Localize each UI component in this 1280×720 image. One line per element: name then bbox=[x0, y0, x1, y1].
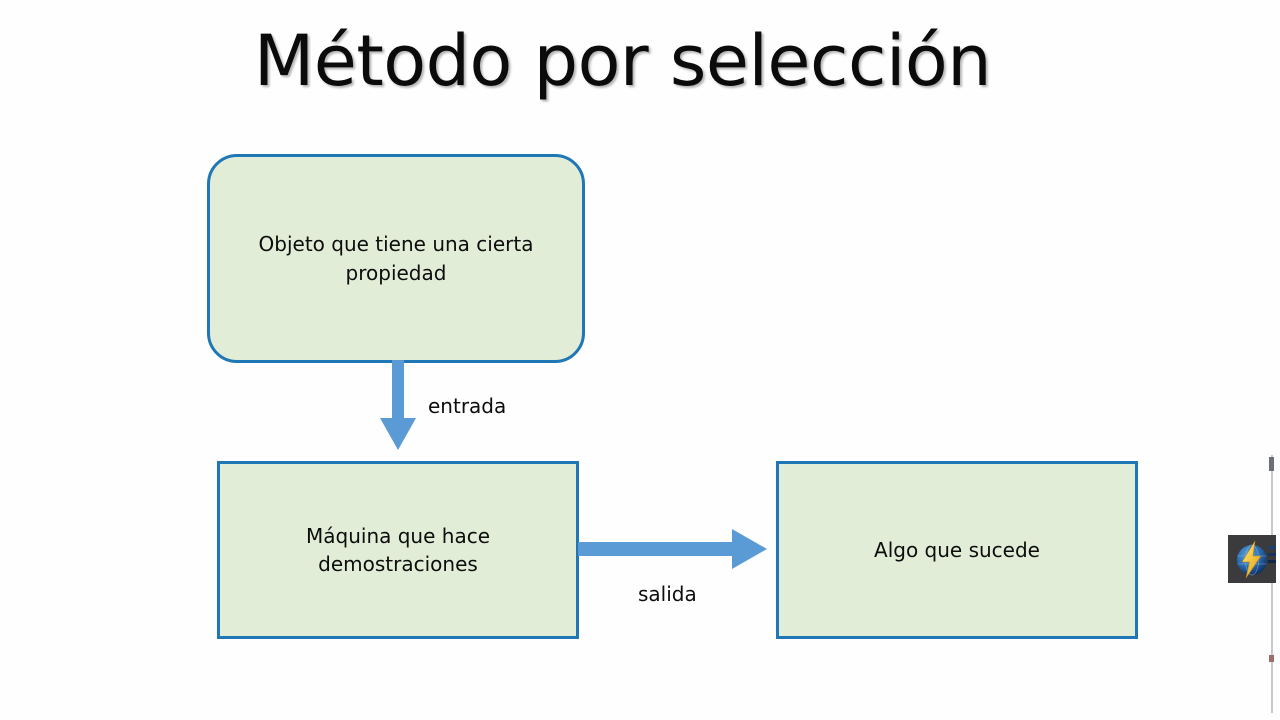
flow-node-algo: Algo que sucede bbox=[776, 461, 1138, 639]
flow-node-maquina: Máquina que hace demostraciones bbox=[217, 461, 579, 639]
arrow-entrada-down-icon bbox=[380, 360, 416, 450]
edge-tick-bottom bbox=[1269, 655, 1274, 662]
flow-node-algo-label: Algo que sucede bbox=[874, 537, 1040, 562]
page-title: Método por selección bbox=[253, 20, 992, 102]
flow-node-objeto: Objeto que tiene una cierta propiedad bbox=[207, 154, 585, 363]
thumbnail-side-marks bbox=[1268, 546, 1276, 572]
arrow-salida-right-icon bbox=[578, 529, 767, 569]
thumbnail-mark-2 bbox=[1268, 553, 1276, 556]
edge-tick-top bbox=[1269, 457, 1274, 471]
flow-node-maquina-label: Máquina que hace demostraciones bbox=[306, 523, 490, 576]
flow-node-objeto-label: Objeto que tiene una cierta propiedad bbox=[258, 232, 534, 285]
video-thumbnail[interactable] bbox=[1228, 535, 1276, 583]
right-panel-edge bbox=[1271, 455, 1273, 713]
thumbnail-mark-1 bbox=[1268, 546, 1276, 549]
edge-label-salida: salida bbox=[638, 582, 697, 606]
thumbnail-mark-3 bbox=[1268, 560, 1276, 563]
edge-label-entrada: entrada bbox=[428, 394, 507, 418]
lightning-globe-icon bbox=[1228, 535, 1276, 583]
